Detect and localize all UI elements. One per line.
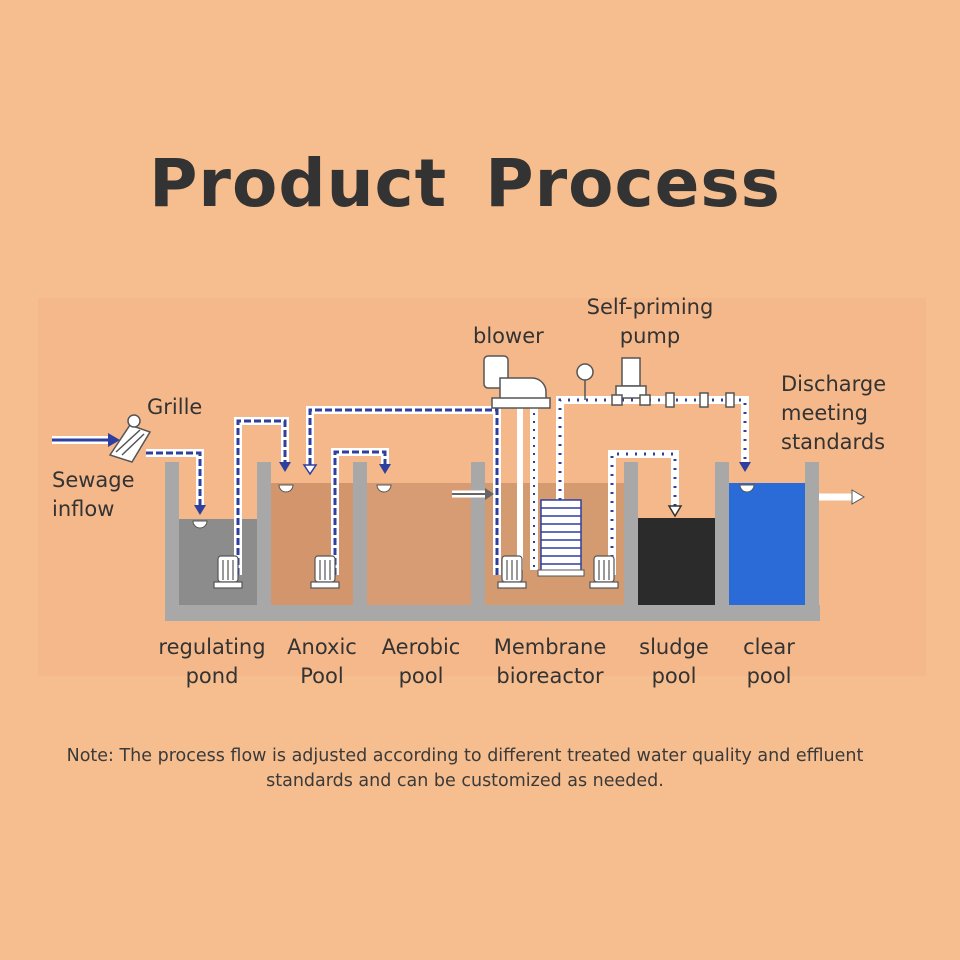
aerobic-pool-label: Aerobic pool: [381, 635, 461, 688]
sludge-pool-water: [638, 518, 715, 605]
aerobic-pool-water: [367, 483, 471, 605]
self-priming-pump-unit: [576, 357, 735, 408]
tank-basin: [165, 462, 820, 621]
level-markers: [192, 484, 755, 529]
pipes: [52, 396, 852, 575]
anoxic-pool-label: Anoxic Pool: [287, 635, 357, 688]
membrane-module: [537, 499, 585, 577]
submersible-pumps: [213, 555, 619, 589]
blower-label: blower: [473, 324, 544, 348]
clear-pool-label: clear pool: [743, 635, 795, 688]
process-note: Note: The process flow is adjusted accor…: [66, 746, 864, 791]
discharge-label: Discharge meeting standards: [781, 372, 887, 454]
blower-machine: [483, 355, 551, 409]
sludge-pool-label: sludge pool: [639, 635, 709, 688]
flow-arrows: [108, 433, 865, 518]
sewage-inflow-label: Sewage inflow: [52, 468, 135, 521]
grille-label: Grille: [147, 395, 203, 419]
clear-pool-water: [729, 483, 805, 605]
membrane-bioreactor-label: Membrane bioreactor: [493, 635, 607, 688]
grille-device: [108, 414, 152, 463]
self-priming-pump-label: Self-priming pump: [586, 295, 714, 348]
regulating-pond-label: regulating pond: [158, 635, 266, 688]
page-title: Product Process: [149, 145, 781, 222]
